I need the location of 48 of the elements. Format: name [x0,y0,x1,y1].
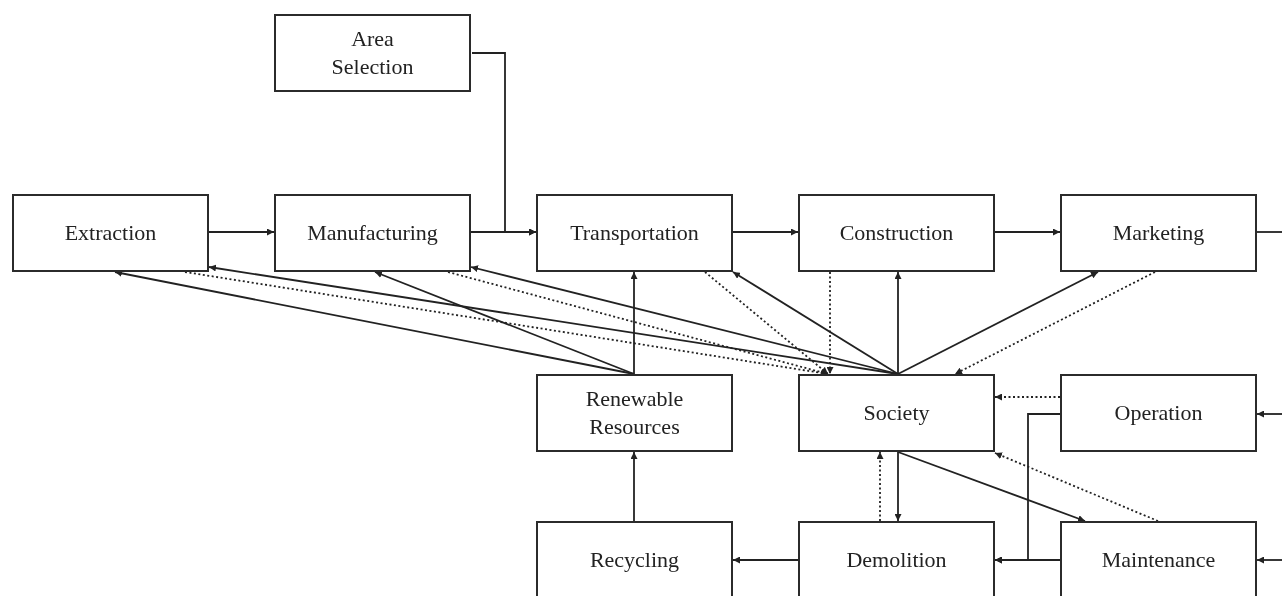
box-label: Manufacturing [307,219,438,247]
arrow [732,556,799,564]
dotted-arrow [704,271,829,375]
dotted-arrow [994,393,1061,401]
dotted-arrow [447,271,829,376]
arrow [897,451,1086,522]
box-label: Construction [839,219,954,247]
arrow [630,451,638,522]
box-label: Operation [1114,399,1203,427]
box-label: Demolition [846,546,947,574]
process-box [798,521,995,596]
arrow [732,271,899,375]
process-box [1060,521,1257,596]
arrow [894,271,902,375]
box-label: Renewable Resources [584,385,685,441]
arrow [897,271,1099,375]
process-box [798,194,995,272]
dotted-arrow [876,451,884,522]
arrow [630,271,638,375]
arrow [994,228,1061,236]
arrow [1256,410,1282,418]
dotted-arrow [994,452,1159,522]
process-box [12,194,209,272]
process-box [536,194,733,272]
box-label: Marketing [1112,219,1205,247]
arrow [471,52,537,236]
arrow [1256,556,1282,564]
arrow [994,556,1061,564]
process-box [1060,374,1257,452]
arrow [374,271,635,375]
box-label: Maintenance [1101,546,1216,574]
dotted-arrow [954,271,1156,375]
box-label: Area Selection [330,25,415,81]
process-box [536,521,733,596]
process-box [274,14,471,92]
box-label: Extraction [64,219,157,247]
arrow [732,228,799,236]
box-label: Recycling [589,546,680,574]
connector-line [1256,231,1282,233]
dotted-arrow [826,271,834,375]
process-box [1060,194,1257,272]
arrow [894,451,902,522]
process-box [274,194,471,272]
box-label: Transportation [570,219,699,247]
process-box [798,374,995,452]
box-label: Society [863,399,930,427]
arrow [208,228,275,236]
process-box [536,374,733,452]
